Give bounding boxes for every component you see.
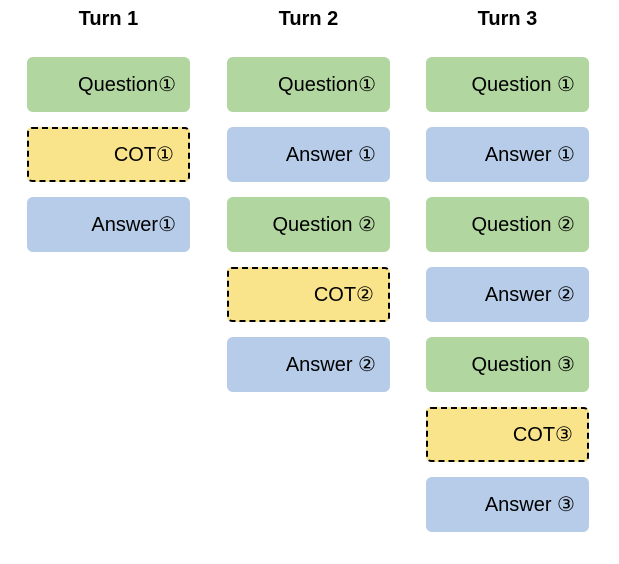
answer-3-box: Answer ③ [426, 477, 589, 532]
question-2-box: Question ② [227, 197, 390, 252]
question-1-label: Question① [78, 74, 176, 96]
question-1-label: Question ① [471, 74, 575, 96]
cot-3-label: COT③ [512, 424, 573, 446]
question-1-box: Question① [27, 57, 190, 112]
answer-1-box: Answer ① [227, 127, 390, 182]
turn-1-title: Turn 1 [78, 8, 139, 30]
question-2-label: Question ② [272, 214, 376, 236]
cot-1-box: COT① [27, 127, 190, 182]
answer-1-box: Answer① [27, 197, 190, 252]
answer-2-label: Answer ② [285, 354, 376, 376]
turn-3-boxes: Question ① Answer ① Question ② Answer ② … [426, 57, 589, 532]
cot-1-label: COT① [113, 144, 174, 166]
cot-2-box: COT② [227, 267, 390, 322]
question-3-label: Question ③ [471, 354, 575, 376]
turn-1-boxes: Question① COT① Answer① [27, 57, 190, 252]
question-2-box: Question ② [426, 197, 589, 252]
answer-2-box: Answer ② [426, 267, 589, 322]
answer-1-box: Answer ① [426, 127, 589, 182]
question-1-label: Question① [278, 74, 376, 96]
turn-3-title: Turn 3 [477, 8, 538, 30]
question-1-box: Question① [227, 57, 390, 112]
cot-3-box: COT③ [426, 407, 589, 462]
turn-2-title: Turn 2 [278, 8, 339, 30]
question-3-box: Question ③ [426, 337, 589, 392]
answer-1-label: Answer① [91, 214, 176, 236]
question-1-box: Question ① [426, 57, 589, 112]
turn-3-column: Turn 3 Question ① Answer ① Question ② An… [426, 4, 589, 532]
answer-1-label: Answer ① [285, 144, 376, 166]
answer-3-label: Answer ③ [484, 494, 575, 516]
turn-2-boxes: Question① Answer ① Question ② COT② Answe… [227, 57, 390, 392]
question-2-label: Question ② [471, 214, 575, 236]
answer-2-box: Answer ② [227, 337, 390, 392]
answer-1-label: Answer ① [484, 144, 575, 166]
cot-2-label: COT② [313, 284, 374, 306]
answer-2-label: Answer ② [484, 284, 575, 306]
turn-1-column: Turn 1 Question① COT① Answer① [27, 4, 190, 252]
turn-2-column: Turn 2 Question① Answer ① Question ② COT… [227, 4, 390, 392]
